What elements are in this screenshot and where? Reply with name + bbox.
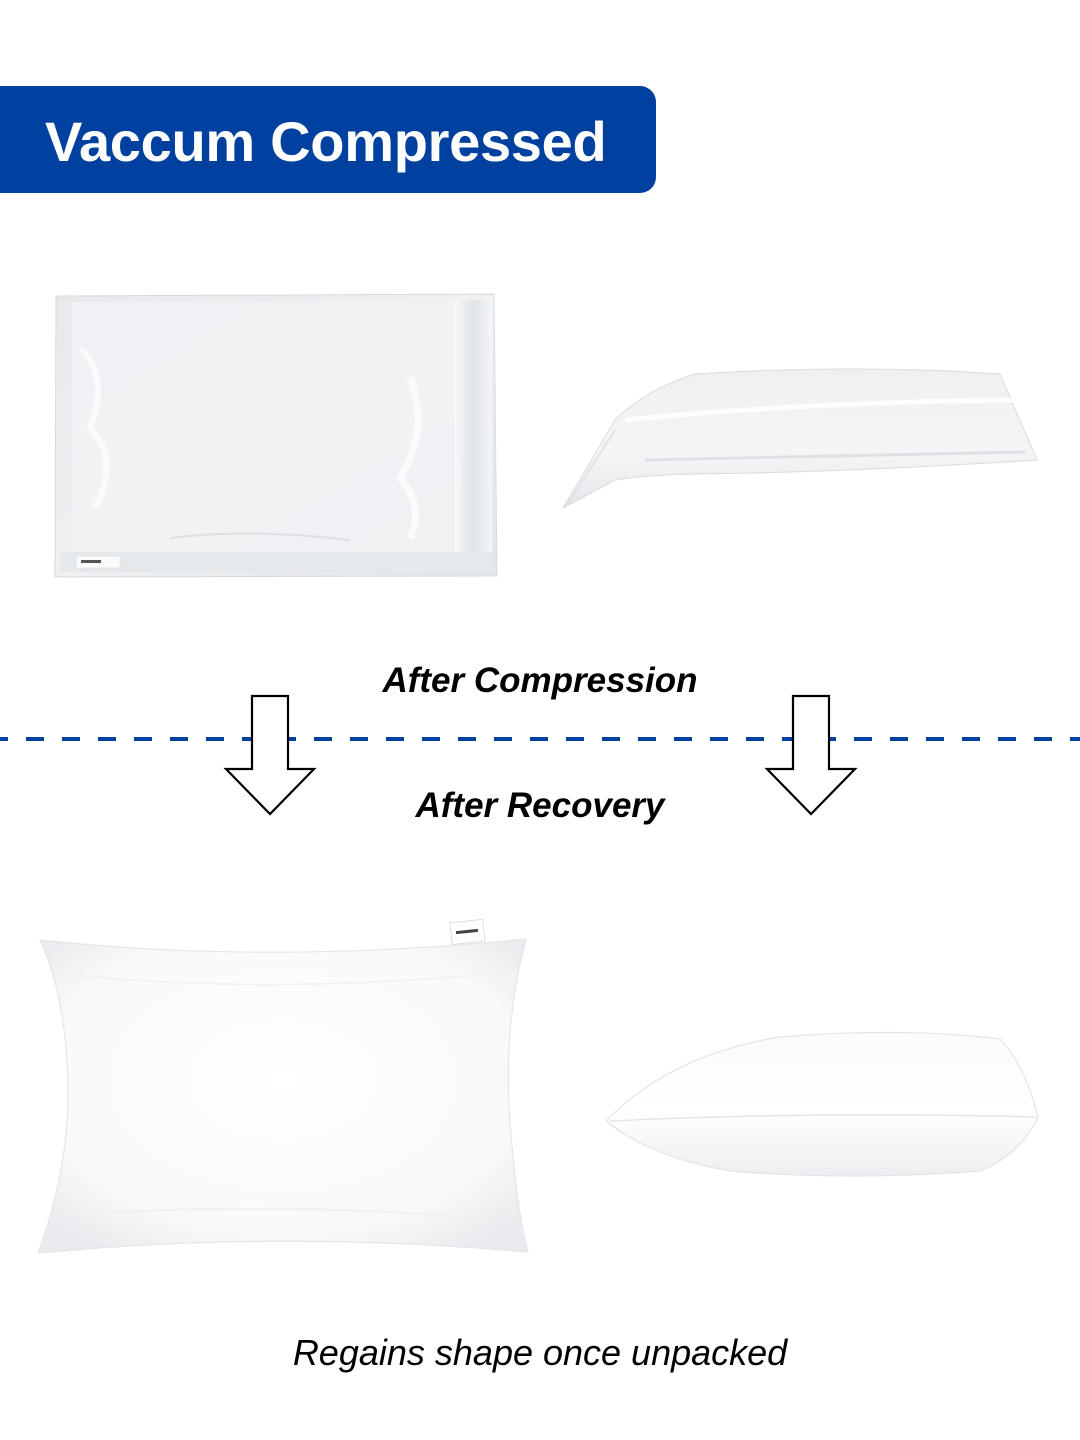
caption: Regains shape once unpacked xyxy=(292,1332,788,1373)
recovered-pillow-front-image xyxy=(37,918,529,1254)
after-compression-label: After Compression xyxy=(382,661,698,700)
arrow-down-icon xyxy=(223,694,317,816)
compressed-pillow-front-image xyxy=(54,293,498,578)
arrow-down-icon xyxy=(764,694,858,816)
compressed-pillow-side-image xyxy=(561,368,1038,510)
pillow-tag xyxy=(449,918,486,946)
header-banner: Vaccum Compressed xyxy=(0,86,656,193)
banner-title: Vaccum Compressed xyxy=(45,110,607,173)
dashed-divider xyxy=(0,737,1080,741)
recovered-pillow-side-image xyxy=(605,1031,1039,1177)
after-recovery-label: After Recovery xyxy=(415,786,665,825)
